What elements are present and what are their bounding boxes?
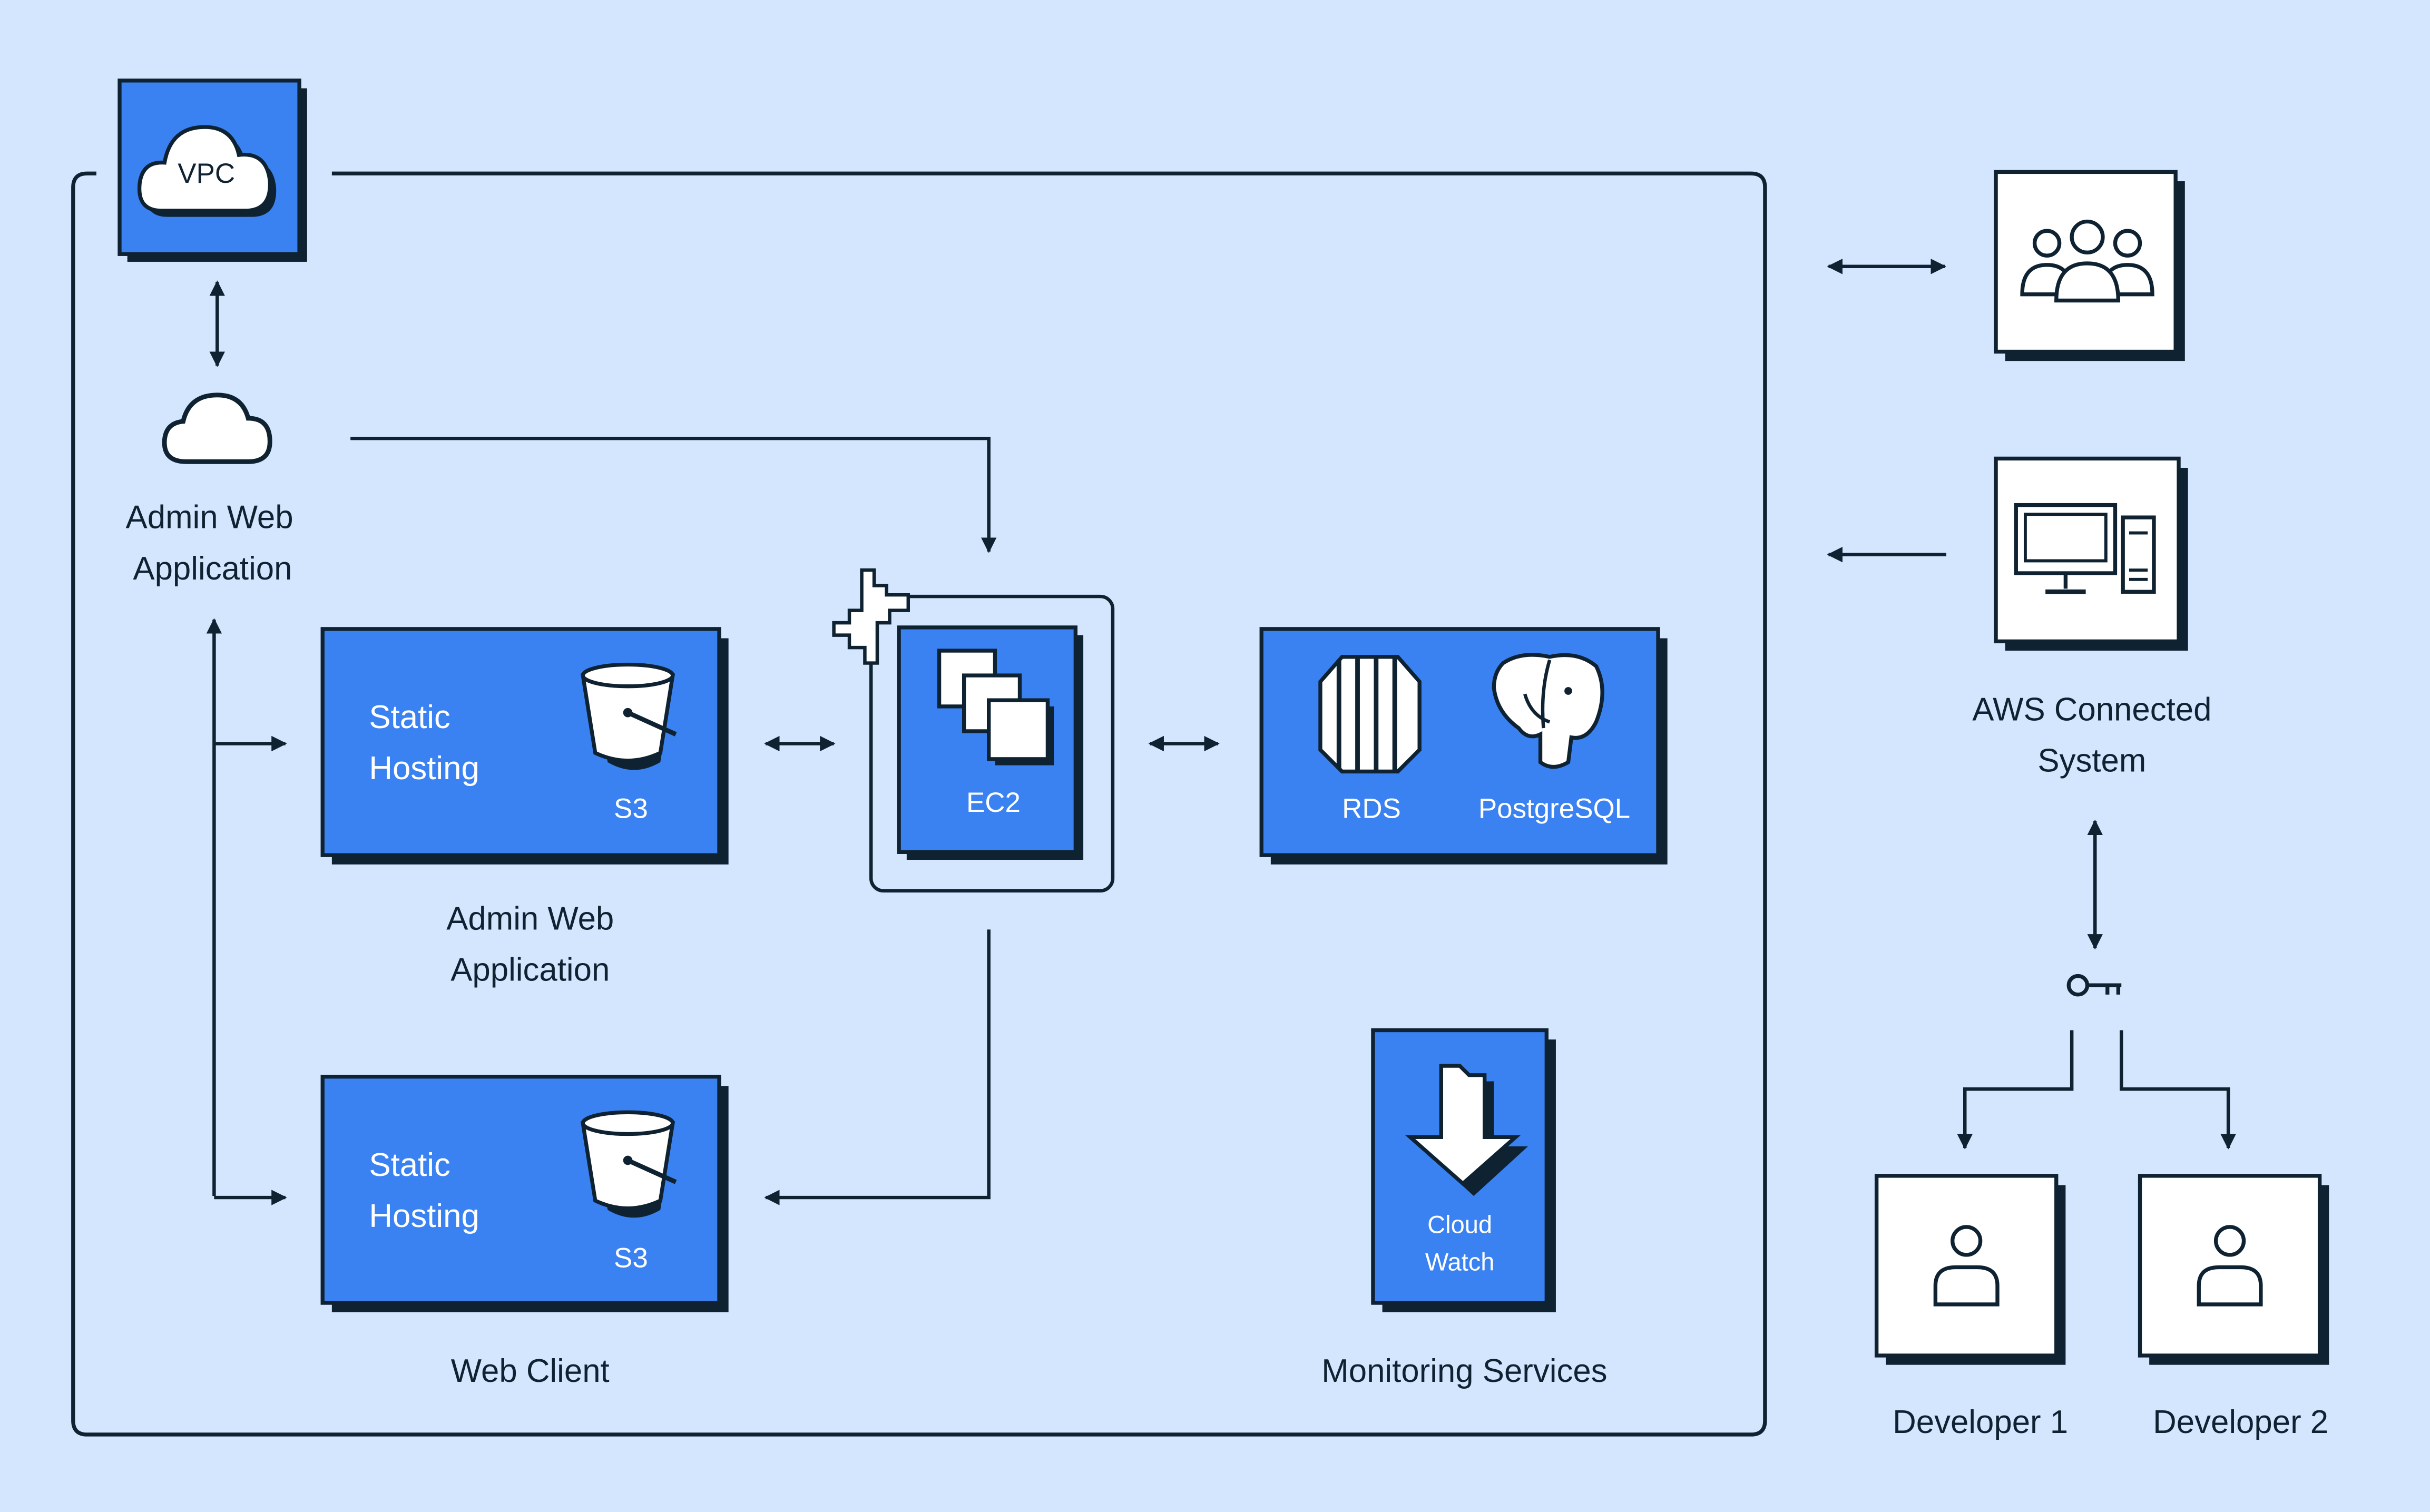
developer-2-label: Developer 2	[2153, 1404, 2328, 1440]
admin-web-app-label-line2: Application	[133, 551, 292, 587]
elephant-icon	[1492, 653, 1604, 769]
rds-label: RDS	[1342, 793, 1401, 824]
vpc-boundary	[71, 171, 1767, 1437]
connectors	[206, 259, 2236, 1205]
database-node: RDS PostgreSQL	[1259, 627, 1668, 865]
s3-web-title-line2: Hosting	[369, 1198, 479, 1234]
ec2-node: EC2	[832, 568, 1115, 893]
cloud-icon	[137, 125, 277, 217]
s3-web-node: Static Hosting S3 Web Client	[320, 1075, 729, 1389]
s3-admin-title-line2: Hosting	[369, 750, 479, 787]
arrow-to-developer-1	[1957, 1030, 2074, 1150]
s3-admin-caption-line2: Application	[450, 951, 610, 988]
bucket-icon	[580, 1110, 677, 1218]
aws-system-node: AWS Connected System	[1972, 456, 2211, 779]
vpc-node: VPC	[117, 78, 307, 262]
users-group-icon	[2020, 219, 2154, 303]
cloudwatch-label-line2: Watch	[1425, 1248, 1495, 1275]
aws-system-label-line1: AWS Connected	[1972, 691, 2211, 728]
arrow-ec2-to-web-client	[764, 929, 991, 1205]
key-icon	[2066, 974, 2122, 997]
s3-web-title-line1: Static	[369, 1147, 450, 1183]
ec2-label: EC2	[966, 787, 1021, 818]
desktop-computer-icon	[2014, 503, 2156, 594]
developer-2-node: Developer 2	[2138, 1174, 2329, 1440]
s3-admin-node: Static Hosting S3 Admin Web Application	[320, 627, 729, 988]
instances-icon	[937, 649, 1054, 765]
s3-admin-caption-line1: Admin Web	[446, 900, 614, 937]
s3-web-caption: Web Client	[451, 1353, 610, 1389]
s3-admin-service: S3	[614, 793, 648, 824]
s3-admin-title-line1: Static	[369, 699, 450, 735]
user-icon	[1933, 1225, 2000, 1307]
user-icon	[2197, 1225, 2263, 1307]
admin-web-app-node: Admin Web Application	[126, 392, 293, 587]
developer-1-label: Developer 1	[1893, 1404, 2068, 1440]
arrow-to-developer-2	[2120, 1030, 2236, 1150]
developer-1-node: Developer 1	[1874, 1174, 2068, 1440]
vpc-label: VPC	[178, 158, 235, 189]
bucket-icon	[580, 662, 677, 770]
hand-pointer-icon	[832, 568, 910, 665]
cloud-icon	[162, 392, 272, 464]
cloudwatch-label-line1: Cloud	[1427, 1211, 1492, 1239]
arrow-admin-to-ec2	[350, 436, 997, 553]
download-arrow-icon	[1405, 1064, 1528, 1196]
s3-web-service: S3	[614, 1242, 648, 1273]
rds-icon	[1318, 655, 1422, 774]
admin-web-app-label-line1: Admin Web	[126, 499, 293, 536]
users-node	[1994, 170, 2185, 361]
aws-system-label-line2: System	[2037, 742, 2146, 779]
cloudwatch-caption: Monitoring Services	[1321, 1353, 1607, 1389]
cloudwatch-node: Cloud Watch Monitoring Services	[1321, 1028, 1608, 1389]
postgres-label: PostgreSQL	[1478, 793, 1630, 824]
